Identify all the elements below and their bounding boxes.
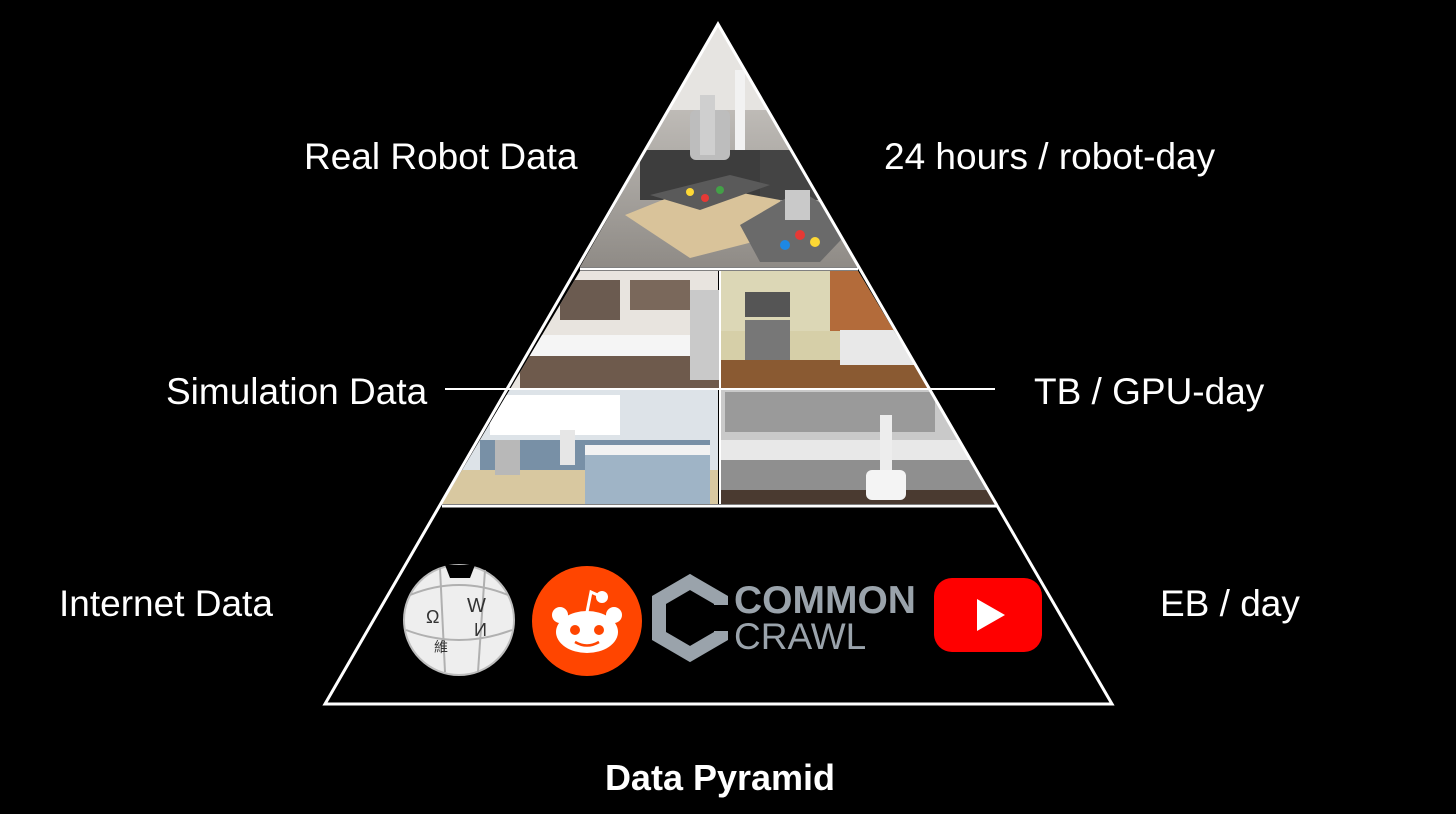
pyramid-outline (322, 21, 1115, 706)
tier-label-internet: Internet Data (59, 583, 273, 624)
wikipedia-glyph-i: И (474, 620, 487, 640)
tier-rate-simulation: TB / GPU-day (1034, 371, 1265, 412)
tier-label-real-robot: Real Robot Data (304, 136, 578, 177)
tier-label-simulation: Simulation Data (166, 371, 428, 412)
wikipedia-glyph-w: W (467, 595, 486, 617)
common-crawl-line1: COMMON (734, 579, 916, 622)
reddit-icon (532, 566, 642, 676)
common-crawl-icon: COMMON CRAWL (652, 573, 916, 663)
wikipedia-globe-icon: W Ω И 維 (403, 564, 515, 676)
wikipedia-glyph-cjk: 維 (434, 639, 448, 655)
tier-rate-real-robot: 24 hours / robot-day (884, 136, 1216, 177)
page-title: Data Pyramid (604, 757, 836, 798)
wikipedia-glyph-omega: Ω (426, 607, 439, 627)
youtube-icon (934, 578, 1042, 652)
tier-rate-internet: EB / day (1160, 583, 1300, 624)
real-robot-photo (580, 24, 858, 267)
common-crawl-line2: CRAWL (734, 616, 866, 657)
